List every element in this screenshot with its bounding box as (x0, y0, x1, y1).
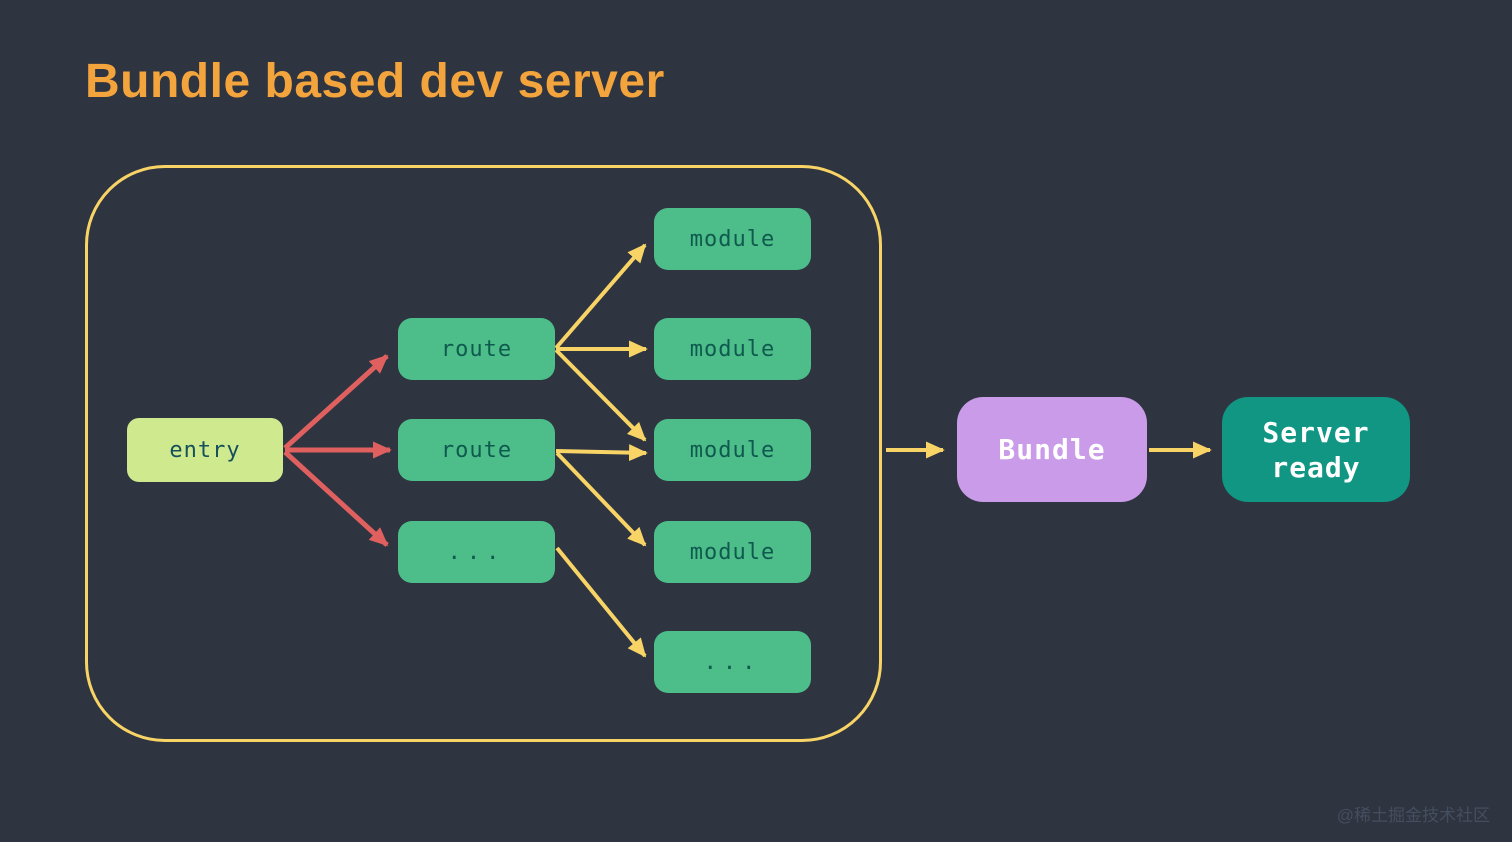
node-bundle-label: Bundle (998, 433, 1106, 466)
node-route-top: route (398, 318, 555, 380)
node-server-ready-label: Server ready (1262, 415, 1370, 484)
node-route-mid: route (398, 419, 555, 481)
node-module-1-label: module (689, 226, 776, 252)
dev-server-boundary-box (85, 165, 882, 742)
node-module-more: ... (654, 631, 811, 693)
node-module-3-label: module (689, 437, 776, 463)
node-module-1: module (654, 208, 811, 270)
node-bundle: Bundle (957, 397, 1147, 502)
node-entry-label: entry (169, 437, 241, 463)
node-route-top-label: route (440, 336, 513, 362)
node-module-4-label: module (689, 539, 776, 565)
node-module-3: module (654, 419, 811, 481)
node-route-more-label: ... (447, 539, 506, 565)
node-module-2-label: module (689, 336, 776, 362)
page-title: Bundle based dev server (85, 55, 665, 108)
node-module-2: module (654, 318, 811, 380)
node-route-more: ... (398, 521, 555, 583)
node-server-ready: Server ready (1222, 397, 1410, 502)
node-module-more-label: ... (703, 649, 762, 675)
node-entry: entry (127, 418, 283, 482)
watermark: @稀土掘金技术社区 (1336, 806, 1490, 825)
node-module-4: module (654, 521, 811, 583)
node-route-mid-label: route (440, 437, 513, 463)
